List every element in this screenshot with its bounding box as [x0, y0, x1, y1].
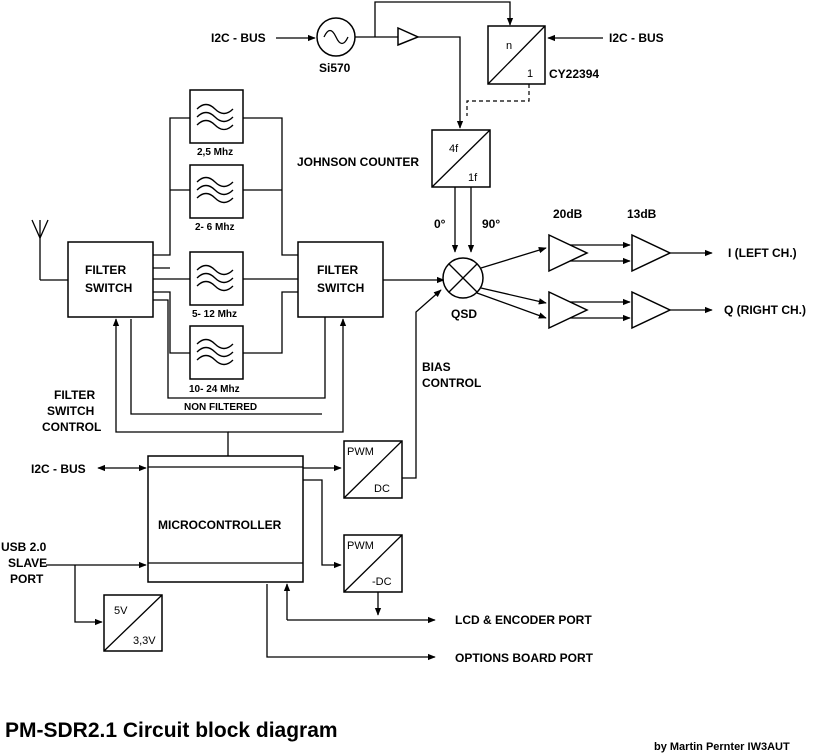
filter-switch-left-line2: SWITCH — [85, 281, 132, 295]
johnson-1f-label: 1f — [468, 172, 478, 184]
cy22394-divider — [487, 25, 546, 85]
bias-control-line1: BIAS — [422, 360, 451, 374]
amplifier-chain-i — [480, 233, 713, 273]
filter-switch-right-line1: FILTER — [317, 263, 358, 277]
si570-label: Si570 — [319, 61, 351, 75]
filter-bank-wires — [153, 117, 445, 399]
filter-switch-left-line1: FILTER — [85, 263, 126, 277]
johnson-outputs — [451, 187, 475, 253]
filter-2-5mhz-label: 2,5 Mhz — [197, 147, 233, 158]
usb-line3: PORT — [10, 572, 44, 586]
johnson-4f-label: 4f — [449, 143, 459, 155]
filter-10-24mhz — [189, 325, 244, 380]
divider-1-label: 1 — [527, 68, 533, 80]
pwm-1-top-label: PWM — [347, 446, 374, 458]
bias-control-line2: CONTROL — [422, 376, 481, 390]
filter-2-6mhz — [189, 164, 244, 219]
antenna-icon — [31, 219, 68, 281]
diagram-title: PM-SDR2.1 Circuit block diagram — [5, 719, 338, 742]
regulator-5v-label: 5V — [114, 605, 128, 617]
phase-90-label: 90° — [482, 217, 500, 231]
cy22394-label: CY22394 — [549, 67, 599, 81]
johnson-counter-block — [431, 129, 491, 188]
regulator-block — [103, 594, 163, 652]
filter-2-5mhz — [189, 89, 244, 144]
divider-n-label: n — [506, 40, 512, 52]
filter-switch-control-line2: SWITCH — [47, 404, 94, 418]
filter-switch-right-line2: SWITCH — [317, 281, 364, 295]
regulator-33v-label: 3,3V — [133, 635, 156, 647]
filter-switch-left — [67, 241, 154, 318]
bias-control-wire — [402, 289, 442, 479]
port-wires — [266, 583, 436, 661]
usb-line1: USB 2.0 — [1, 540, 47, 554]
microcontroller-block — [147, 455, 304, 583]
pwm-dc-block — [343, 440, 403, 499]
non-filtered-label: NON FILTERED — [184, 402, 257, 413]
filter-5-12mhz-label: 5- 12 Mhz — [192, 309, 237, 320]
si570-output-wires — [355, 1, 514, 129]
pwm-neg-dc-block — [343, 534, 403, 593]
lcd-encoder-port-label: LCD & ENCODER PORT — [455, 613, 592, 627]
pwm-2-top-label: PWM — [347, 540, 374, 552]
i2c-bus-label-mcu: I2C - BUS — [31, 462, 86, 476]
gain-13db-label: 13dB — [627, 207, 657, 221]
gain-20db-label: 20dB — [553, 207, 583, 221]
pwm-2-bottom-label: -DC — [372, 576, 392, 588]
author-credit: by Martin Pernter IW3AUT — [654, 741, 790, 753]
filter-switch-control-line3: CONTROL — [42, 420, 101, 434]
i2c-bus-label-top-right: I2C - BUS — [609, 31, 664, 45]
amplifier-chain-q — [476, 287, 713, 330]
usb-line2: SLAVE — [8, 556, 47, 570]
qsd-mixer — [442, 257, 484, 299]
si570-oscillator — [316, 17, 356, 57]
qsd-label: QSD — [451, 307, 477, 321]
phase-0-label: 0° — [434, 217, 446, 231]
microcontroller-label: MICROCONTROLLER — [158, 518, 282, 532]
filter-switch-control-wires — [112, 318, 347, 456]
buffer-amplifier — [397, 26, 420, 47]
filter-10-24mhz-label: 10- 24 Mhz — [189, 384, 240, 395]
johnson-counter-label: JOHNSON COUNTER — [297, 155, 419, 169]
options-board-port-label: OPTIONS BOARD PORT — [455, 651, 594, 665]
mcu-to-pwm-wires — [303, 464, 382, 616]
pwm-1-bottom-label: DC — [374, 483, 390, 495]
filter-switch-control-line1: FILTER — [54, 388, 95, 402]
output-q-label: Q (RIGHT CH.) — [724, 303, 806, 317]
filter-switch-right — [297, 241, 384, 318]
filter-2-6mhz-label: 2- 6 Mhz — [195, 222, 234, 233]
output-i-label: I (LEFT CH.) — [728, 246, 797, 260]
cy22394-dashed-link — [466, 84, 530, 116]
i2c-bus-label-top-left: I2C - BUS — [211, 31, 266, 45]
usb-wires — [46, 561, 147, 626]
filter-5-12mhz — [189, 251, 244, 306]
